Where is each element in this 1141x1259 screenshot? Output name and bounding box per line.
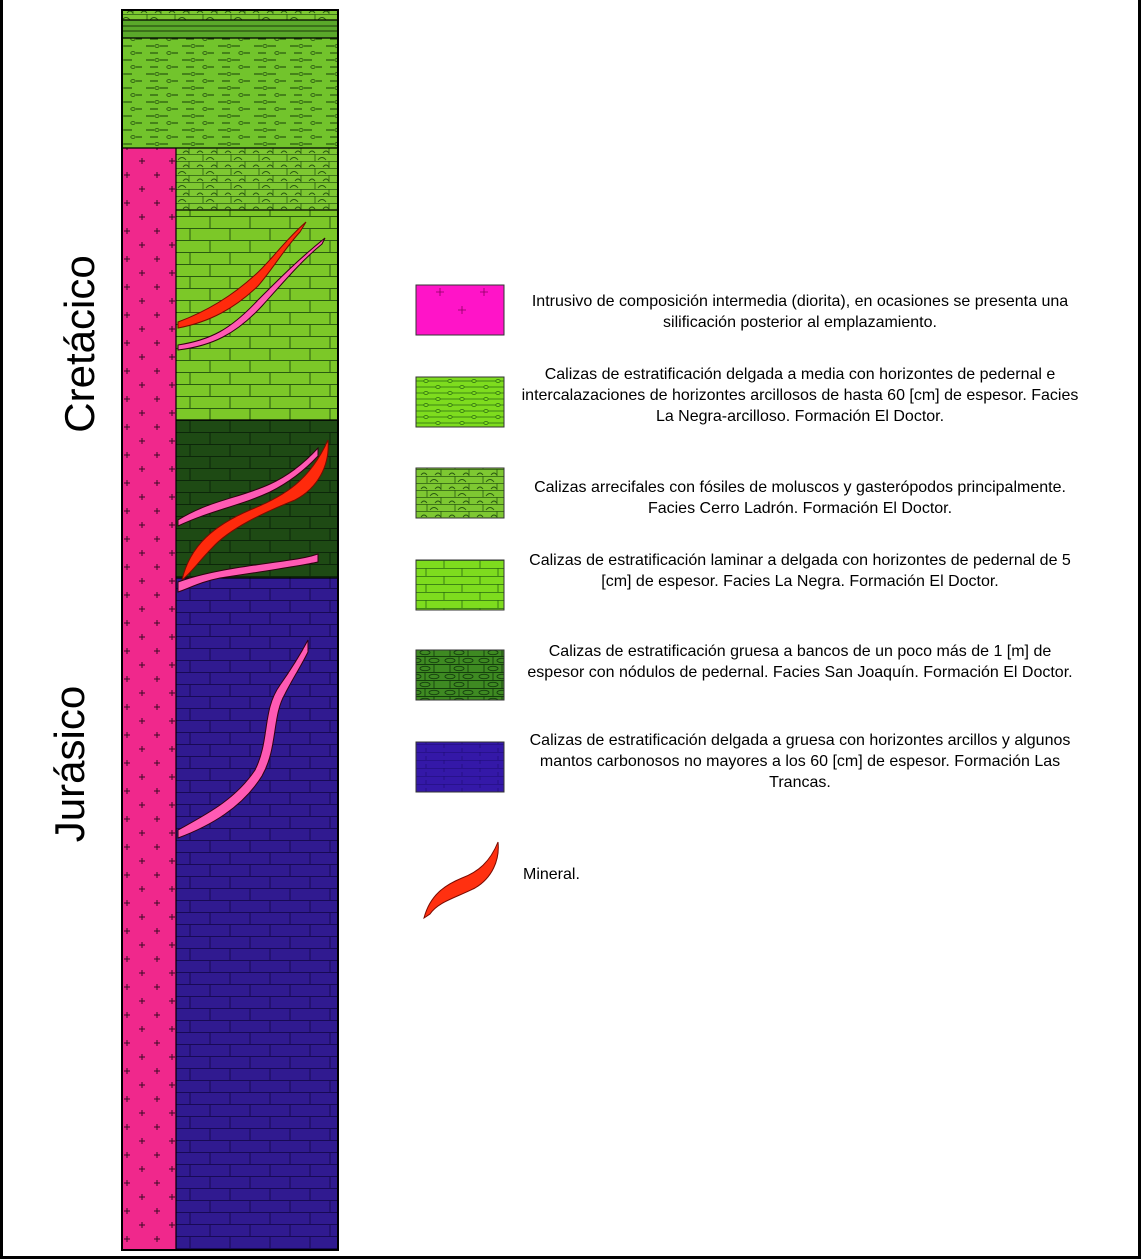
dike-1: [177, 237, 326, 351]
legend-swatch-mineral: [423, 841, 499, 920]
legend-swatch-la-negra-arcilloso: [415, 376, 505, 428]
legend-text-la-negra: Calizas de estratificación laminar a del…: [529, 552, 1071, 590]
legend-swatches: [415, 284, 505, 920]
legend-text-la-negra-arcilloso: Calizas de estratificación delgada a med…: [521, 366, 1079, 425]
dike-4: [177, 639, 309, 839]
layer-la-negra-arcilloso: [122, 38, 338, 148]
legend-swatch-san-joaquin: [415, 649, 505, 701]
mineral-body-1: [177, 221, 307, 329]
layer-top-reef: [122, 10, 338, 20]
lithology-column: [121, 9, 339, 1251]
dike-2: [177, 446, 319, 527]
legend-text-intrusive: Intrusivo de composición intermedia (dio…: [531, 293, 1069, 331]
legend-swatch-la-negra: [415, 559, 505, 611]
dike-3: [177, 553, 319, 593]
era-label-cretacico: Cretácico: [56, 255, 103, 433]
layer-top-band: [122, 20, 338, 38]
legend-swatch-cerro-ladron: [415, 467, 505, 519]
legend-text-las-trancas: Calizas de estratificación delgada a gru…: [529, 732, 1071, 791]
layer-cerro-ladron: [176, 148, 338, 210]
legend-text-mineral: Mineral.: [523, 866, 580, 883]
intrusive-column: [122, 148, 176, 1250]
veins: [177, 221, 329, 839]
legend-text-cerro-ladron: Calizas arrecifales con fósiles de molus…: [534, 479, 1066, 517]
legend-swatch-las-trancas: [415, 741, 505, 793]
mineral-body-2: [181, 439, 329, 582]
era-label-jurasico: Jurásico: [46, 685, 93, 843]
layer-las-trancas: [176, 578, 338, 1250]
legend-text-san-joaquin: Calizas de estratificación gruesa a banc…: [527, 643, 1073, 681]
